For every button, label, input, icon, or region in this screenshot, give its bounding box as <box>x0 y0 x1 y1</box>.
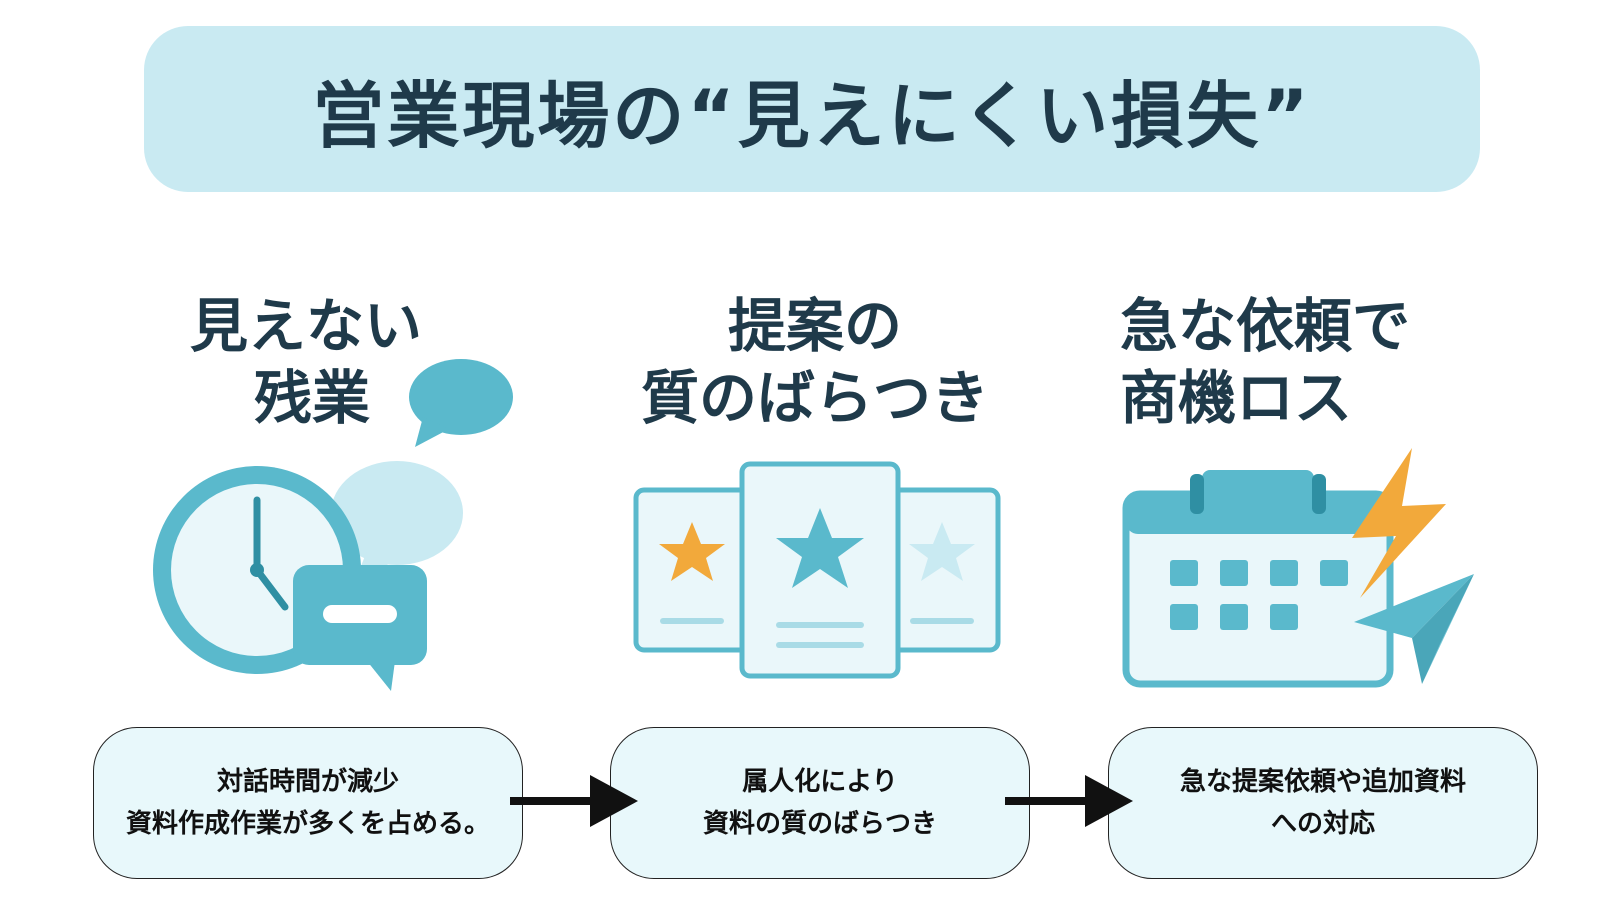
arrow-right-icon <box>1005 775 1133 827</box>
description-line: 属人化により <box>742 767 898 797</box>
description-line: 急な提案依頼や追加資料 <box>1179 767 1466 797</box>
speech-bubble-icon <box>409 359 513 447</box>
description-line: 対話時間が減少 <box>216 767 399 797</box>
heading-line: 急な依頼で <box>1120 292 1411 360</box>
heading-hidden-overtime: 見えない 残業 <box>190 290 422 434</box>
title-banner: 営業現場の“見えにくい損失” <box>144 26 1480 192</box>
page-title: 営業現場の“見えにくい損失” <box>312 73 1312 158</box>
paper-plane-icon <box>1354 574 1474 684</box>
description-line: 資料の質のばらつき <box>702 809 937 839</box>
heading-sudden-request: 急な依頼で 商機ロス <box>1120 290 1410 434</box>
card-center <box>739 461 901 679</box>
heading-line: 残業 <box>254 364 371 432</box>
description-box-request: 急な提案依頼や追加資料 への対応 <box>1108 727 1538 879</box>
description-box-quality: 属人化により 資料の質のばらつき <box>610 727 1030 879</box>
description-line: への対応 <box>1270 809 1375 839</box>
chat-box-icon <box>293 565 427 691</box>
calendar-lightning-icon <box>1122 448 1474 688</box>
heading-line: 商機ロス <box>1120 364 1353 432</box>
description-box-overtime: 対話時間が減少 資料作成作業が多くを占める。 <box>93 727 523 879</box>
arrow-right-icon <box>510 775 638 827</box>
calendar-icon <box>1122 470 1394 688</box>
clock-chat-icon <box>153 359 513 691</box>
heading-line: 提案の <box>727 292 902 360</box>
heading-line: 見えない <box>190 292 423 360</box>
description-line: 資料作成作業が多くを占める。 <box>125 809 490 839</box>
star-cards-icon <box>633 461 1001 679</box>
lightning-icon <box>1352 448 1446 598</box>
card-left <box>633 487 751 653</box>
card-right <box>883 487 1001 653</box>
heading-proposal-quality: 提案の 質のばらつき <box>620 290 1010 434</box>
heading-line: 質のばらつき <box>640 364 989 432</box>
